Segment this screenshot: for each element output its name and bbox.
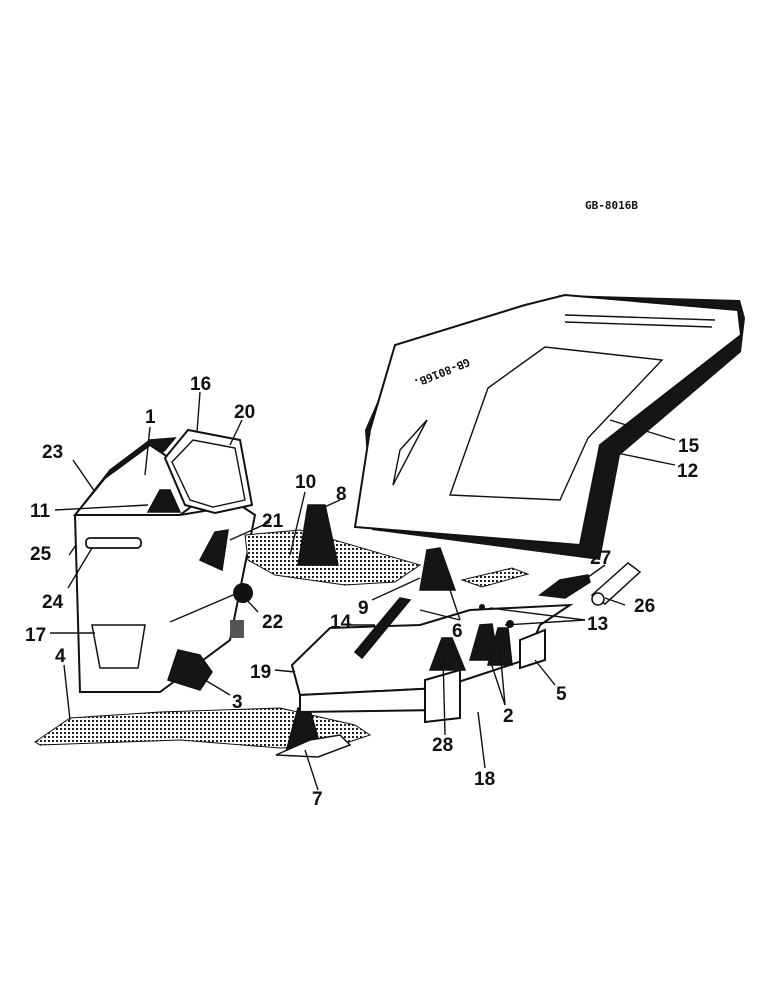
callout-labels: 1 2 3 4 5 6 7 8 9 10 11 12 13 14 15 16 1… bbox=[25, 374, 700, 810]
callout-1: 1 bbox=[145, 407, 156, 428]
roll-26 bbox=[590, 562, 642, 606]
callout-8: 8 bbox=[336, 484, 347, 505]
callout-10: 10 bbox=[295, 472, 316, 493]
callout-24: 24 bbox=[42, 592, 64, 613]
callout-18: 18 bbox=[474, 769, 495, 790]
callout-4: 4 bbox=[55, 646, 66, 667]
boot-7 bbox=[275, 707, 352, 758]
callout-12: 12 bbox=[677, 461, 698, 482]
roof-panel: GB-8016B. bbox=[353, 293, 745, 560]
boot-8 bbox=[297, 504, 339, 566]
callout-19: 19 bbox=[250, 662, 271, 683]
strip-14 bbox=[353, 597, 412, 660]
callout-14: 14 bbox=[330, 612, 352, 633]
callout-15: 15 bbox=[678, 436, 700, 457]
boot-3 bbox=[167, 649, 213, 691]
callout-2: 2 bbox=[503, 706, 514, 727]
callout-5: 5 bbox=[556, 684, 567, 705]
callout-26: 26 bbox=[634, 596, 655, 617]
callout-16: 16 bbox=[190, 374, 211, 395]
boot-6 bbox=[419, 547, 457, 591]
callout-7: 7 bbox=[312, 789, 323, 810]
callout-28: 28 bbox=[432, 735, 453, 756]
callout-11: 11 bbox=[30, 501, 51, 522]
callout-23: 23 bbox=[42, 442, 63, 463]
callout-9: 9 bbox=[358, 598, 369, 619]
callout-22: 22 bbox=[262, 612, 283, 633]
bracket-27 bbox=[538, 574, 591, 599]
callout-13: 13 bbox=[587, 614, 608, 635]
callout-25: 25 bbox=[30, 544, 52, 565]
left-console bbox=[72, 428, 257, 693]
callout-27: 27 bbox=[590, 548, 611, 569]
callout-17: 17 bbox=[25, 625, 46, 646]
callout-21: 21 bbox=[262, 511, 284, 532]
callout-6: 6 bbox=[452, 621, 463, 642]
boot-28 bbox=[428, 637, 467, 671]
floor-mat-4 bbox=[34, 707, 372, 749]
leader-lines bbox=[50, 391, 676, 791]
knob-22 bbox=[233, 583, 253, 603]
floor-tray-19 bbox=[290, 603, 574, 724]
boot-2b bbox=[487, 627, 513, 666]
figure-code: GB-8016B bbox=[585, 199, 638, 212]
callout-20: 20 bbox=[234, 402, 255, 423]
callout-3: 3 bbox=[232, 692, 243, 713]
